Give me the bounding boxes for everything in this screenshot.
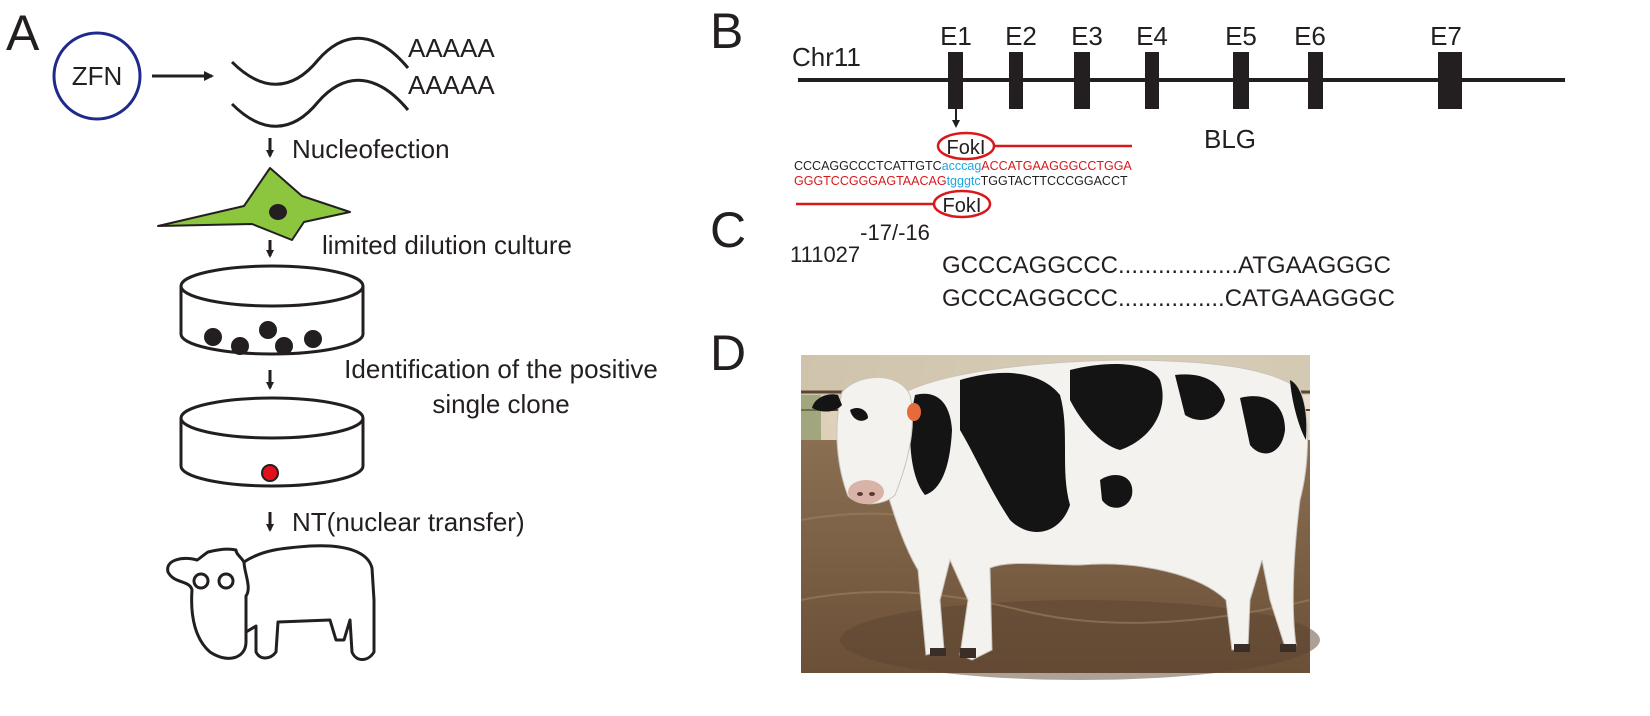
panel-label-c: C	[710, 202, 746, 258]
svg-text:E2: E2	[1005, 21, 1037, 51]
fokl-top-domain: FokI	[936, 131, 1132, 161]
polya-1: AAAAA	[408, 33, 495, 63]
step-nt: NT(nuclear transfer)	[292, 507, 525, 537]
chromosome-label: Chr11	[792, 42, 861, 72]
panel-c-genotype: 111027-17/-16 GCCCAGGCCC................…	[790, 220, 1395, 312]
clone-id: 111027-17/-16	[790, 220, 930, 267]
panel-label-b: B	[710, 3, 743, 59]
step-identification-line1: Identification of the positive	[344, 354, 658, 384]
target-sequence-bottom: GGGTCCGGGAGTAACAGtgggtcTGGTACTTCCCGGACCT	[794, 174, 1128, 188]
fokl-bottom-domain: FokI	[796, 189, 992, 219]
zfn-circle	[52, 31, 142, 121]
mrna-wave-2	[230, 78, 410, 128]
fibroblast-cell	[157, 167, 351, 241]
panel-b-gene-map: Chr11 E1 E2 E3 E4 E5 E6 E7	[792, 21, 1565, 219]
svg-text:FokI: FokI	[947, 137, 986, 159]
panel-label-a: A	[6, 5, 40, 61]
cow-outline-icon	[166, 544, 376, 661]
step-dilution: limited dilution culture	[322, 230, 572, 260]
ear-tag	[907, 403, 921, 421]
exon-e3: E3	[1071, 21, 1103, 109]
exon-e6: E6	[1294, 21, 1326, 109]
target-sequence-top: CCCAGGCCCTCATTGTCacccagACCATGAAGGGCCTGGA	[794, 159, 1132, 173]
svg-text:E5: E5	[1225, 21, 1257, 51]
panel-label-d: D	[710, 325, 746, 381]
svg-text:E1: E1	[940, 21, 972, 51]
zfn-label: ZFN	[72, 61, 123, 91]
step-nucleofection: Nucleofection	[292, 134, 450, 164]
exon-e7: E7	[1430, 21, 1462, 109]
single-clone-dish	[179, 396, 365, 488]
allele-sequence-2: GCCCAGGCCC................CATGAAGGGC	[942, 285, 1395, 312]
svg-text:E6: E6	[1294, 21, 1326, 51]
mrna-wave-1	[230, 36, 410, 86]
exon-e2: E2	[1005, 21, 1037, 109]
positive-clone-dot	[261, 464, 279, 482]
polya-2: AAAAA	[408, 70, 495, 100]
cell-nucleus	[269, 204, 287, 220]
svg-text:E4: E4	[1136, 21, 1168, 51]
cloned-cow-photo	[800, 355, 1320, 680]
culture-dish	[179, 264, 365, 356]
exon-e5: E5	[1225, 21, 1257, 109]
allele-sequence-1: GCCCAGGCCC..................ATGAAGGGC	[942, 252, 1391, 279]
step-identification-line2: single clone	[432, 389, 569, 419]
exon-e4: E4	[1136, 21, 1168, 109]
exon-e1: E1	[940, 21, 972, 109]
gene-label: BLG	[1204, 124, 1256, 154]
panel-a-workflow: ZFN AAAAA AAAAA Nucleofection limited di…	[52, 31, 658, 661]
svg-text:E3: E3	[1071, 21, 1103, 51]
svg-text:E7: E7	[1430, 21, 1462, 51]
svg-text:FokI: FokI	[943, 195, 982, 217]
